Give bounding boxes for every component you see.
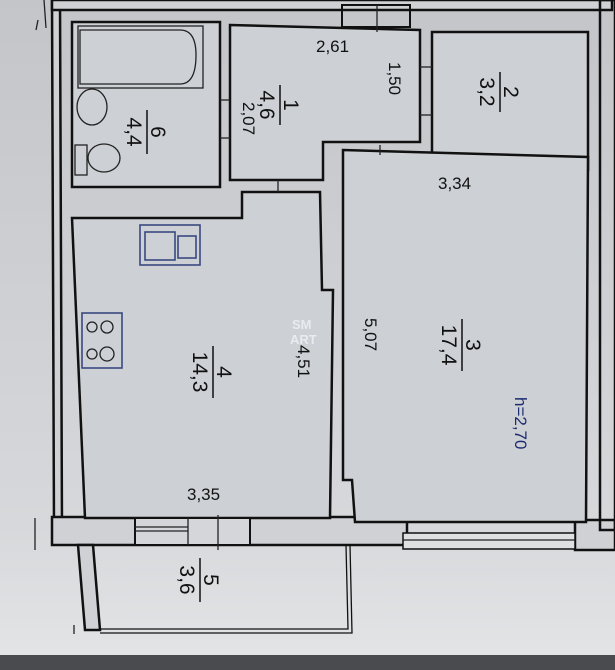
dim-kitchen-length: 4,51: [294, 345, 313, 378]
svg-text:3,6: 3,6: [175, 565, 198, 594]
label-room-5: 5 3,6: [175, 558, 222, 602]
svg-text:4: 4: [212, 366, 235, 378]
label-room-1: 1 4,6: [255, 85, 302, 125]
walls: [34, 0, 615, 552]
room-bathroom: [70, 20, 222, 189]
room-storage: [430, 30, 590, 172]
room-hall: [228, 23, 422, 182]
dim-kitchen-width: 3,35: [187, 485, 220, 504]
door-marks: [220, 66, 432, 192]
svg-text:5: 5: [199, 574, 222, 586]
dim-hall-width: 2,61: [316, 37, 349, 56]
svg-text:6: 6: [146, 126, 169, 138]
windows: [134, 515, 576, 550]
sink-icon: [139, 224, 201, 266]
svg-text:2: 2: [499, 86, 522, 98]
dim-room3-length: 5,07: [361, 318, 380, 351]
stove-icon: [81, 312, 123, 369]
dim-hall-length: 2,07: [239, 102, 258, 135]
svg-text:3,2: 3,2: [475, 77, 498, 106]
svg-text:17,4: 17,4: [437, 325, 460, 366]
ceiling-height: h=2,70: [511, 397, 530, 449]
svg-text:4,6: 4,6: [255, 90, 278, 119]
watermark-art: ART: [290, 332, 317, 347]
svg-text:4,4: 4,4: [122, 117, 145, 147]
svg-text:3: 3: [461, 339, 484, 351]
svg-text:1: 1: [279, 99, 302, 111]
watermark-sm: SM: [292, 317, 312, 332]
dim-hall-side: 1,50: [385, 62, 404, 95]
table-edge: [0, 655, 615, 670]
label-room-3: 3 17,4: [437, 319, 484, 371]
svg-text:14,3: 14,3: [188, 352, 211, 393]
label-room-2: 2 3,2: [475, 72, 522, 112]
balcony: [73, 543, 353, 634]
label-room-4: 4 14,3: [188, 346, 235, 398]
room-living: [341, 148, 590, 524]
dim-room3-width: 3,34: [438, 174, 471, 193]
label-room-6: 6 4,4: [122, 110, 169, 154]
